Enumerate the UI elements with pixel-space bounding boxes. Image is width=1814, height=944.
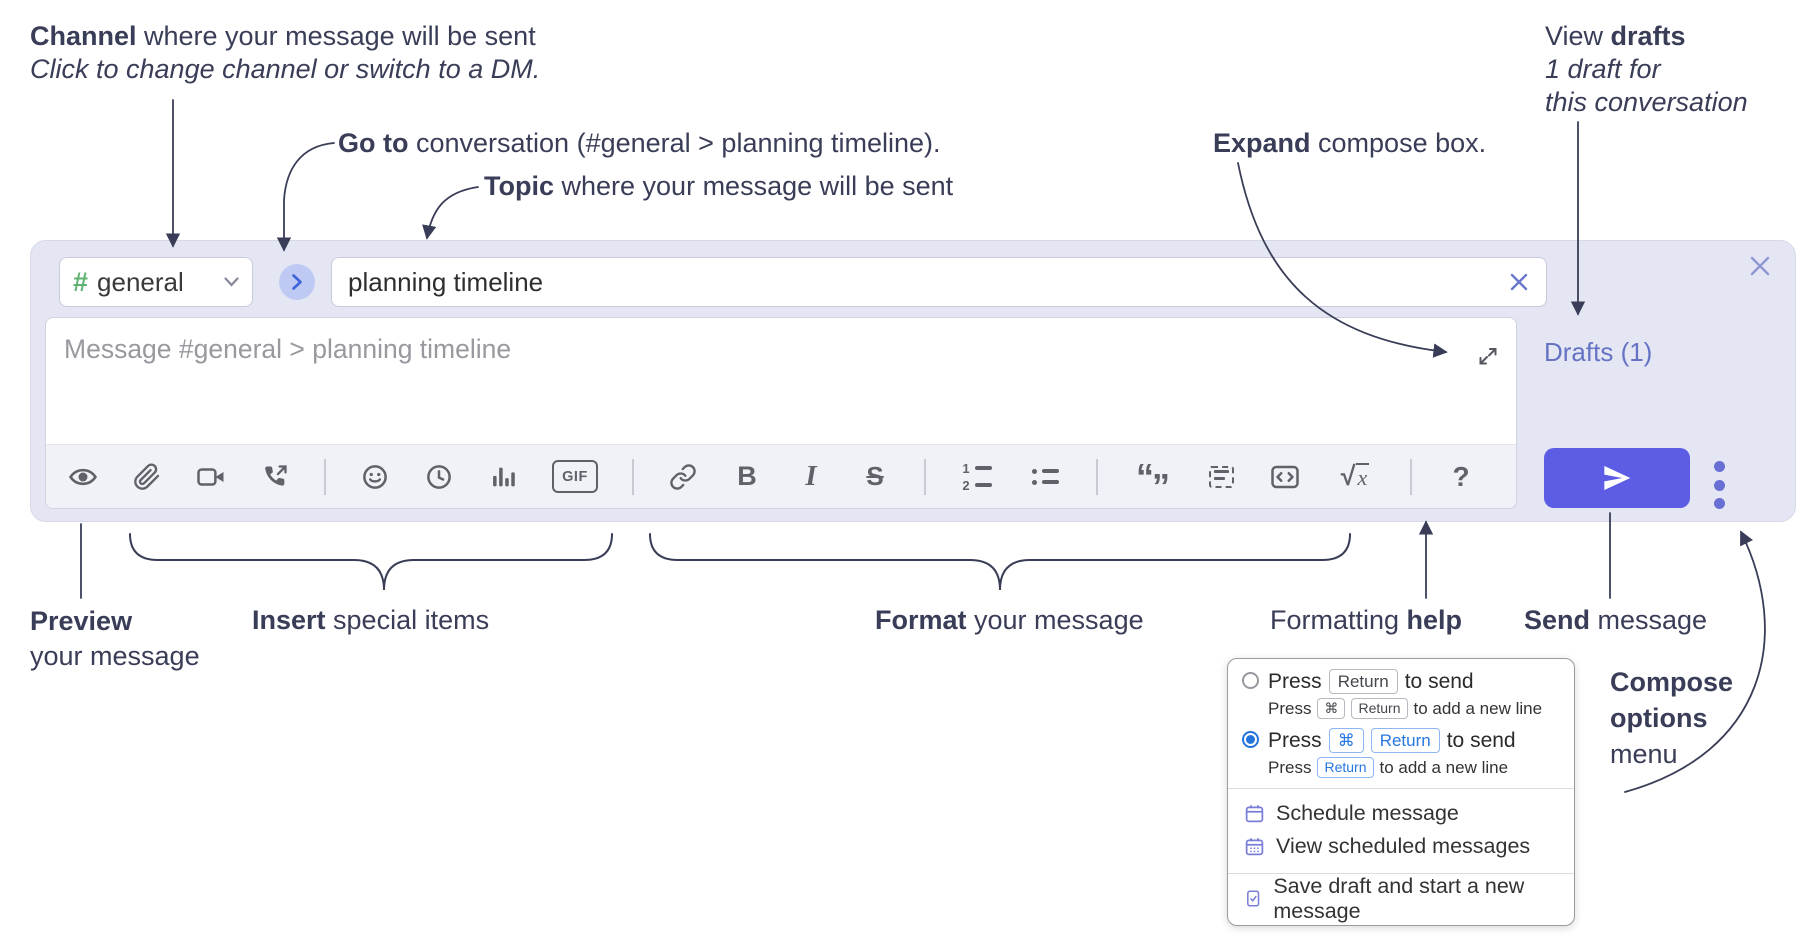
expand-compose-icon[interactable]: [1476, 344, 1500, 373]
voice-call-icon[interactable]: [260, 455, 290, 499]
math-icon[interactable]: √x: [1340, 461, 1370, 491]
close-compose-icon[interactable]: [1747, 253, 1773, 279]
view-scheduled-messages-item[interactable]: View scheduled messages: [1228, 830, 1574, 863]
preview-eye-icon[interactable]: [68, 455, 98, 499]
strikethrough-icon[interactable]: S: [866, 461, 884, 491]
clear-topic-icon[interactable]: [1508, 271, 1530, 293]
message-formatting-help-icon[interactable]: ?: [1452, 460, 1470, 492]
toolbar-divider: [632, 458, 634, 495]
compose-box: # general planning timeline Message #gen…: [30, 240, 1796, 522]
toolbar-divider: [1410, 458, 1412, 495]
toolbar-divider: [1096, 458, 1098, 495]
formatting-help-annotation: Formatting help: [1270, 605, 1463, 635]
chevron-right-icon: [292, 274, 302, 290]
topic-value: planning timeline: [348, 266, 544, 297]
topic-annotation: Topic where your message will be sent: [484, 171, 954, 201]
message-input[interactable]: Message #general > planning timeline: [45, 317, 1517, 509]
link-icon[interactable]: [668, 455, 698, 499]
radio-checked-icon[interactable]: [1242, 731, 1259, 748]
bold-icon[interactable]: B: [737, 461, 757, 491]
code-icon[interactable]: [1270, 455, 1300, 499]
save-draft-item[interactable]: Save draft and start a new message: [1228, 874, 1574, 923]
drafts-annotation: View drafts 1 draft for this conversatio…: [1545, 21, 1748, 117]
send-button[interactable]: [1544, 448, 1690, 508]
chevron-down-icon: [224, 277, 239, 287]
send-plane-icon: [1604, 466, 1631, 490]
compose-options-menu-button[interactable]: [1713, 461, 1725, 509]
attach-paperclip-icon[interactable]: [132, 455, 162, 499]
go-to-conversation-button[interactable]: [279, 264, 315, 300]
time-clock-icon[interactable]: [424, 455, 454, 499]
expand-annotation: Expand compose box.: [1213, 128, 1487, 158]
channel-selector[interactable]: # general: [59, 257, 253, 307]
emoji-smiley-icon[interactable]: [360, 455, 390, 499]
save-draft-icon: [1247, 890, 1260, 907]
goto-annotation: Go to conversation (#general > planning …: [338, 128, 941, 158]
italic-icon[interactable]: I: [805, 460, 817, 492]
channel-annotation: Channel where your message will be sent …: [30, 21, 541, 84]
gif-icon[interactable]: GIF: [552, 455, 598, 499]
poll-bar-chart-icon[interactable]: [488, 455, 518, 499]
menu-divider: [1228, 788, 1574, 789]
calendar-icon: [1245, 805, 1264, 823]
message-placeholder: Message #general > planning timeline: [64, 334, 512, 364]
menu-divider: [1228, 873, 1574, 874]
bulleted-list-icon[interactable]: [1028, 455, 1062, 499]
compose-options-annotation: Compose options menu: [1610, 667, 1734, 769]
topic-input[interactable]: planning timeline: [331, 257, 1547, 307]
recipient-row: # general planning timeline: [31, 257, 1795, 307]
quote-icon[interactable]: “”: [1136, 455, 1170, 507]
radio-unchecked-icon[interactable]: [1242, 672, 1259, 689]
video-call-icon[interactable]: [196, 455, 226, 499]
schedule-message-item[interactable]: Schedule message: [1228, 797, 1574, 830]
insert-annotation: Insert special items: [252, 605, 490, 635]
send-annotation: Send message: [1524, 605, 1708, 635]
channel-name: general: [97, 266, 184, 297]
spoiler-icon[interactable]: [1206, 455, 1236, 499]
toolbar-divider: [924, 458, 926, 495]
preview-annotation: Preview your message: [30, 606, 200, 671]
format-annotation: Format your message: [875, 605, 1144, 635]
toolbar-divider: [324, 458, 326, 495]
calendar-grid-icon: [1245, 838, 1264, 856]
drafts-link[interactable]: Drafts (1): [1544, 337, 1653, 367]
channel-hash-icon: #: [73, 266, 89, 297]
